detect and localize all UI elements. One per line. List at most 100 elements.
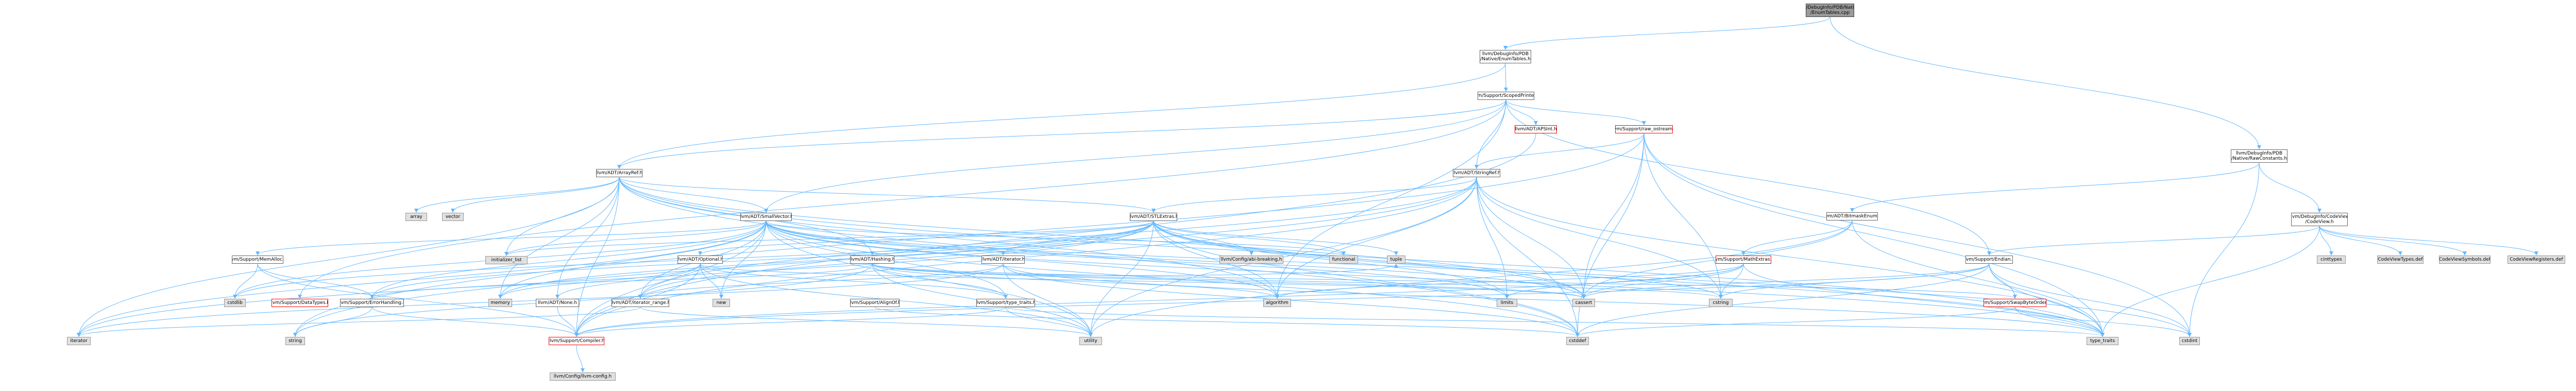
node-label: CodeViewTypes.def — [2378, 257, 2423, 262]
node-label: memory — [490, 300, 510, 305]
edge-bitmaskenum_h-to-mathextras_h — [1741, 220, 1853, 256]
edge-codeview_h-to-cv_types_def — [2319, 226, 2402, 256]
node-cassert: cassert — [1572, 299, 1595, 307]
node-hashing-h[interactable]: llvm/ADT/Hashing.h — [850, 256, 894, 264]
node-raw-ostream-h[interactable]: llvm/Support/raw_ostream.h — [1615, 125, 1673, 133]
node-iterator: iterator — [67, 337, 91, 345]
node-stringref-h[interactable]: llvm/ADT/StringRef.h — [1453, 169, 1500, 177]
edge-stlextras_h-to-cstdint — [1153, 220, 2192, 337]
node-label: llvm/DebugInfo/PDB — [2235, 151, 2283, 156]
node-rawconstants-h[interactable]: llvm/DebugInfo/PDB/Native/RawConstants.h — [2231, 149, 2287, 163]
node-cstring: cstring — [1709, 299, 1733, 307]
node-iterator-range-h[interactable]: llvm/ADT/iterator_range.h — [612, 299, 669, 307]
edge-rawconstants_h-to-cstdint — [2188, 162, 2260, 337]
node-cv-symbols-def: CodeViewSymbols.def — [2439, 256, 2490, 264]
edge-arrayref_h-to-smallvector_h — [619, 177, 768, 213]
edge-hashing_h-to-type_traits_h — [872, 263, 1008, 299]
node-stlextras-h[interactable]: llvm/ADT/STLExtras.h — [1130, 213, 1177, 221]
edge-scopedprinter_h-to-algorithm — [1275, 99, 1506, 299]
edge-swapbyteorder_h-to-cstdint — [2014, 307, 2192, 337]
node-codeview-h[interactable]: llvm/DebugInfo/CodeView/CodeView.h — [2291, 213, 2348, 226]
edge-stringref_h-to-algorithm — [1275, 177, 1477, 299]
edge-bitmaskenum_h-to-utility — [1089, 220, 1853, 337]
edge-type_traits_h-to-type_traits — [1005, 307, 2105, 337]
node-memalloc-h[interactable]: llvm/Support/MemAlloc.h — [232, 256, 283, 264]
node-label: /Native/EnumTables.h — [1480, 57, 1531, 62]
edge-stringref_h-to-cstddef — [1476, 177, 1580, 337]
edge-root-to-enumtables_h — [1503, 16, 1831, 50]
node-errorhandling-h[interactable]: llvm/Support/ErrorHandling.h — [340, 299, 404, 307]
node-enumtables-h[interactable]: llvm/DebugInfo/PDB/Native/EnumTables.h — [1480, 50, 1531, 63]
edge-scopedprinter_h-to-raw_ostream_h — [1505, 99, 1646, 125]
node-label: cstdlib — [227, 300, 243, 305]
edge-stringref_h-to-cstring — [1476, 177, 1723, 299]
node-config-abi: llvm/Config/abi-breaking.h — [1219, 256, 1283, 264]
node-swapbyteorder-h[interactable]: llvm/Support/SwapByteOrder.h — [1984, 299, 2046, 307]
node-cstdint: cstdint — [2179, 337, 2200, 345]
edge-mathextras_h-to-compiler_h — [574, 263, 1744, 337]
node-label: llvm/Support/MemAlloc.h — [232, 257, 283, 262]
node-compiler-h[interactable]: llvm/Support/Compiler.h — [549, 337, 604, 345]
node-type-traits-h[interactable]: llvm/Support/type_traits.h — [976, 299, 1035, 307]
edge-iterator_range_h-to-utility — [640, 307, 1093, 337]
node-optional-h[interactable]: llvm/ADT/Optional.h — [677, 256, 723, 264]
edge-alignof_h-to-cstddef — [874, 307, 1580, 337]
edge-raw_ostream_h-to-cstring — [1643, 133, 1723, 299]
edge-scopedprinter_h-to-endian_h — [1505, 99, 1991, 256]
edge-stringref_h-to-type_traits — [1476, 177, 2105, 337]
node-none-h[interactable]: llvm/ADT/None.h — [536, 299, 579, 307]
edge-memalloc_h-to-cstdlib — [233, 263, 258, 299]
node-functional: functional — [1329, 256, 1358, 264]
node-alignof-h[interactable]: llvm/Support/AlignOf.h — [850, 299, 900, 307]
edge-root-to-rawconstants_h — [1829, 16, 2261, 149]
edge-stringref_h-to-utility — [1089, 177, 1477, 337]
node-datatypes-h[interactable]: llvm/Support/DataTypes.h — [272, 299, 328, 307]
node-label: llvm/Support/type_traits.h — [976, 300, 1035, 305]
node-label: limits — [1500, 300, 1514, 305]
edge-smallvector_h-to-compiler_h — [574, 220, 767, 337]
node-cstdlib: cstdlib — [224, 299, 246, 307]
edge-hashing_h-to-algorithm — [872, 263, 1279, 299]
edge-scopedprinter_h-to-arrayref_h — [617, 99, 1506, 169]
node-string: string — [285, 337, 305, 345]
node-arrayref-h[interactable]: llvm/ADT/ArrayRef.h — [596, 169, 642, 177]
node-label: CodeViewRegisters.def — [2510, 257, 2563, 262]
edge-stlextras_h-to-errorhandling_h — [370, 220, 1154, 299]
node-scopedprinter-h[interactable]: llvm/Support/ScopedPrinter.h — [1478, 92, 1534, 100]
edge-codeview_h-to-endian_h — [1987, 226, 2320, 256]
edge-stlextras_h-to-cstddef — [1153, 220, 1580, 337]
edge-optional_h-to-cassert — [700, 263, 1586, 299]
node-mathextras-h[interactable]: llvm/Support/MathExtras.h — [1716, 256, 1771, 264]
edge-stringref_h-to-stlextras_h — [1151, 177, 1477, 213]
edge-smallvector_h-to-memory — [498, 220, 767, 299]
node-apsint-h[interactable]: llvm/ADT/APSInt.h — [1515, 125, 1557, 133]
node-llvm-config: llvm/Config/llvm-config.h — [550, 372, 616, 381]
node-smallvector-h[interactable]: llvm/ADT/SmallVector.h — [740, 213, 792, 221]
edge-endian_h-to-swapbyteorder_h — [1989, 263, 2017, 299]
node-label: algorithm — [1266, 300, 1289, 305]
edge-smallvector_h-to-utility — [766, 220, 1093, 337]
node-iterator-h[interactable]: llvm/ADT/iterator.h — [981, 256, 1025, 264]
edge-iterator_range_h-to-iterator — [77, 307, 641, 337]
node-label: llvm/ADT/iterator.h — [981, 257, 1025, 262]
node-label: vector — [445, 214, 461, 219]
node-label: llvm/ADT/StringRef.h — [1453, 171, 1500, 176]
node-label: llvm/Support/AlignOf.h — [850, 300, 900, 305]
edge-stlextras_h-to-type_traits — [1153, 220, 2105, 337]
node-label: initializer_list — [491, 258, 522, 263]
node-label: string — [289, 338, 302, 344]
edge-smallvector_h-to-limits — [766, 220, 1509, 299]
node-label: iterator — [70, 338, 88, 344]
edge-enumtables_h-to-scopedprinter_h — [1503, 63, 1508, 92]
node-label: llvm/ADT/STLExtras.h — [1130, 214, 1177, 219]
edge-type_traits_h-to-compiler_h — [574, 307, 1006, 337]
node-label: llvm/ADT/iterator_range.h — [612, 300, 669, 305]
node-bitmaskenum-h[interactable]: llvm/ADT/BitmaskEnum.h — [1826, 212, 1878, 220]
node-endian-h[interactable]: llvm/Support/Endian.h — [1965, 256, 2013, 264]
node-algorithm: algorithm — [1263, 299, 1291, 307]
node-label: functional — [1332, 257, 1355, 262]
node-root: lib/DebugInfo/PDB/Native/EnumTables.cpp — [1806, 4, 1854, 17]
edge-stlextras_h-to-functional — [1153, 220, 1346, 256]
node-label: type_traits — [2090, 338, 2115, 344]
